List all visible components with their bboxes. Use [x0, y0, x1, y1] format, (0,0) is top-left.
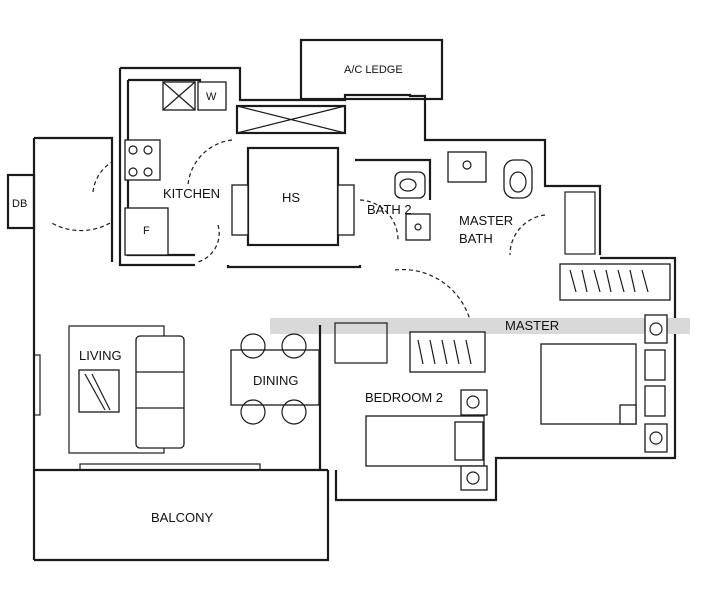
bath2-label: BATH 2	[367, 202, 412, 217]
db-cabinet: DB	[6, 173, 36, 230]
ac-ledge	[299, 38, 444, 101]
hs-label: HS	[282, 190, 300, 205]
fridge-label: F	[143, 225, 150, 237]
dining-area: DINING	[230, 325, 322, 470]
bedroom2-label: BEDROOM 2	[365, 390, 443, 405]
master-bath-label-line2: BATH	[459, 231, 493, 246]
master-bath-label-line1: MASTER	[459, 213, 513, 228]
master-bath: MASTER BATH	[447, 151, 596, 256]
washer-label: W	[206, 91, 217, 103]
bedroom-2: BEDROOM 2	[334, 322, 488, 491]
db-label: DB	[12, 198, 27, 210]
bath-2: BATH 2	[355, 158, 471, 321]
ac-ledge-label: A/C LEDGE	[344, 64, 403, 76]
dining-label: DINING	[253, 373, 299, 388]
balcony: BALCONY	[151, 510, 213, 525]
kitchen-label: KITCHEN	[163, 186, 220, 201]
master-bedroom: MASTER	[270, 263, 690, 453]
master-label: MASTER	[505, 318, 559, 333]
living-label: LIVING	[79, 348, 122, 363]
balcony-label: BALCONY	[151, 510, 213, 525]
household-shelter: HS	[231, 104, 355, 247]
living-room: LIVING	[33, 325, 185, 454]
kitchen: W F KITCHEN	[49, 78, 233, 263]
